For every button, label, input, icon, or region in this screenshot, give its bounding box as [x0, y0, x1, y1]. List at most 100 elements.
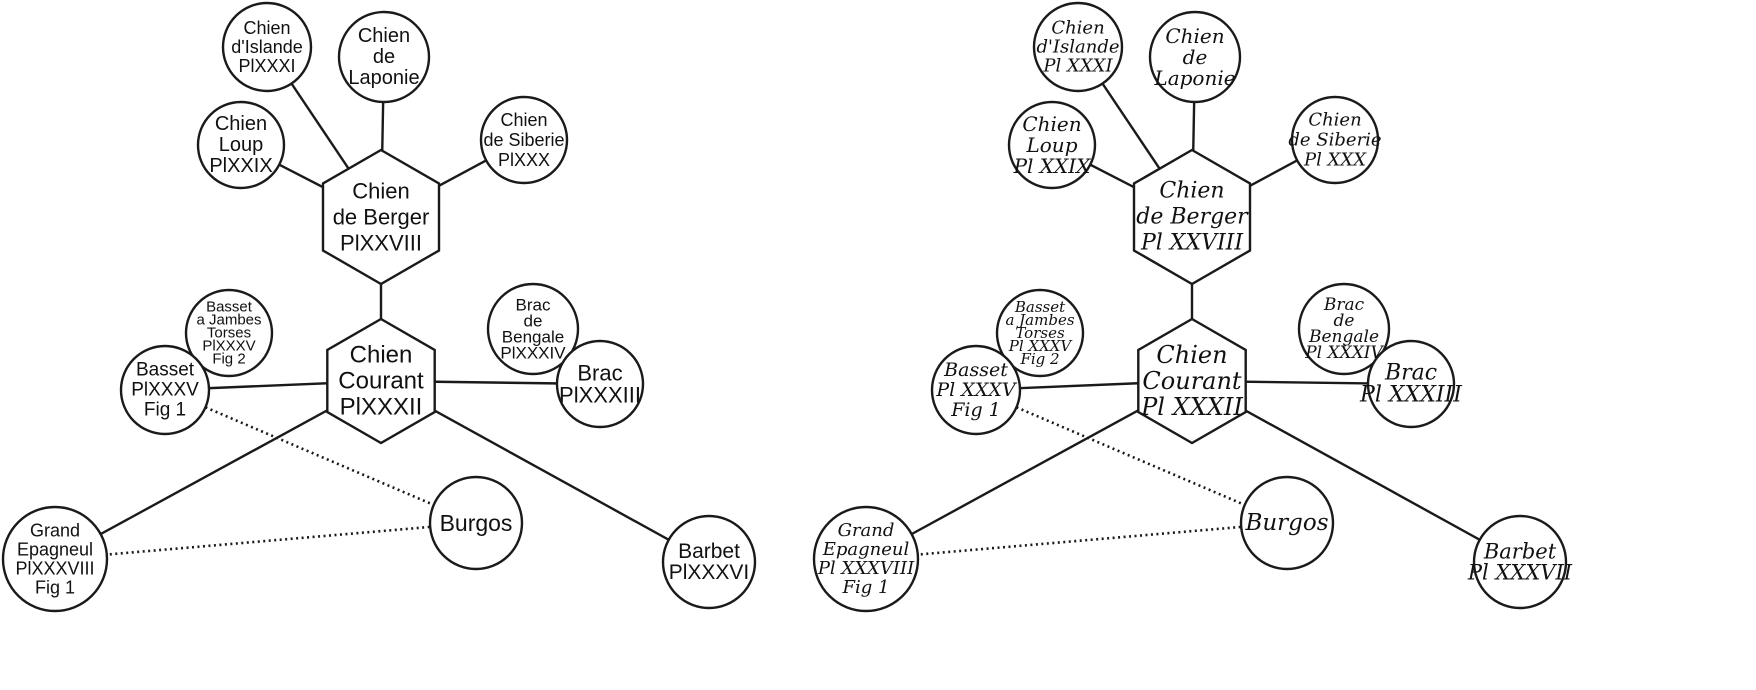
left-node-bengale-label-line: PlXXXIV: [500, 344, 566, 363]
left-node-epagneul-circle: [1, 505, 109, 613]
left-node-laponie-label-line: Chien: [358, 25, 410, 47]
left-node-laponie-label-line: Laponie: [348, 67, 419, 89]
right-node-brac-label-line: Pl XXXIII: [1359, 383, 1463, 408]
right-node-epagneul-label-line: Pl XXXVIII: [817, 558, 915, 579]
left-node-epagneul-label-line: Fig 1: [35, 578, 75, 598]
right-node-barbet-label-line: Pl XXXVII: [1467, 561, 1573, 585]
right-node-loup-label-line: Pl XXIX: [1013, 154, 1092, 178]
left-node-burgos-circle: [428, 475, 524, 571]
left-node-islande-circle: [221, 1, 313, 93]
left-node-burgos-label-line: Burgos: [440, 510, 513, 536]
left-node-courant-label-line: Chien: [350, 342, 413, 369]
right-node-laponie-circle: [1148, 10, 1242, 104]
left-node-loup-label-line: Loup: [219, 134, 264, 156]
left-node-islande-label-line: d'Islande: [231, 37, 303, 57]
right-node-berger-hexagon: [1132, 148, 1252, 286]
right-node-siberie-label-line: Chien: [1308, 110, 1361, 131]
left-node-barbet-circle: [661, 514, 757, 610]
right-node-siberie-circle: [1290, 95, 1380, 185]
left-node-basset1-circle: [119, 344, 211, 436]
left-node-loup-label-line: PlXXIX: [209, 155, 272, 177]
right-node-bengale-label-line: de: [1334, 311, 1355, 331]
left-node-islande-label-line: Chien: [243, 18, 290, 38]
left-node-basset2-label-line: Torses: [207, 325, 251, 342]
right-node-berger-label-line: de Berger: [1136, 205, 1249, 230]
right-node-epagneul-label-line: Grand: [838, 520, 895, 541]
left-node-basset1-label-line: Fig 1: [144, 400, 186, 421]
right-node-burgos-label-line: Burgos: [1244, 510, 1328, 536]
right-node-islande-label-line: d'Islande: [1036, 37, 1119, 58]
right-node-burgos-circle: [1239, 475, 1335, 571]
left-node-basset2-circle: [184, 288, 274, 378]
left-node-bengale-label-line: de: [524, 312, 543, 331]
right-node-loup-label-line: Chien: [1022, 112, 1081, 136]
right-node-courant-label-line: Courant: [1142, 367, 1242, 395]
right-node-laponie-label-line: de: [1183, 45, 1208, 69]
left-node-laponie-label-line: de: [373, 46, 395, 68]
right-node-basset2-circle: [995, 288, 1085, 378]
left-node-siberie-label-line: PlXXX: [498, 150, 550, 170]
right-node-brac-circle: [1366, 339, 1456, 429]
left-node-brac-label-line: PlXXXIII: [559, 383, 641, 408]
right-node-basset1-label-line: Basset: [943, 359, 1008, 381]
right-node-berger-label-line: Chien: [1159, 179, 1224, 204]
left-node-loup-circle: [196, 100, 286, 190]
right-node-basset1-label-line: Fig 1: [950, 399, 1001, 421]
left-node-barbet-label-line: Barbet: [678, 540, 740, 563]
left-node-courant-label-line: PlXXXII: [340, 394, 423, 421]
left-node-berger-label-line: PlXXVIII: [340, 231, 422, 256]
left-node-basset1-label-line: PlXXXV: [131, 380, 199, 401]
right-node-burgos: Burgos: [1239, 475, 1335, 571]
right-node-basset1-label-line: Pl XXXV: [935, 379, 1017, 401]
left-diagram-panel: Chiend'IslandePlXXXIChiendeLaponieChienL…: [1, 1, 757, 613]
right-node-islande-label-line: Pl XXXI: [1042, 56, 1113, 77]
right-node-courant-label-line: Chien: [1156, 341, 1227, 369]
left-node-burgos: Burgos: [428, 475, 524, 571]
left-node-basset2-label-line: Fig 2: [212, 351, 245, 368]
left-node-berger-hexagon: [321, 148, 441, 286]
right-node-barbet-label-line: Barbet: [1483, 540, 1557, 564]
left-node-barbet-label-line: PlXXXVI: [669, 561, 750, 584]
left-edge-basset1-burgos: [164, 388, 477, 525]
right-node-bengale-circle: [1297, 282, 1391, 376]
right-edge-basset1-burgos: [975, 388, 1288, 525]
right-node-basset1-circle: [930, 344, 1022, 436]
left-node-basset2-label-line: Basset: [206, 299, 253, 316]
right-node-brac-label-line: Brac: [1384, 361, 1437, 386]
left-node-brac-label-line: Brac: [577, 361, 622, 386]
right-node-barbet-circle: [1472, 514, 1568, 610]
left-node-basset2-label-line: a Jambes: [196, 312, 261, 329]
right-node-epagneul-circle: [812, 505, 920, 613]
right-node-basset2-label-line: Torses: [1015, 324, 1065, 342]
left-node-siberie-label-line: Chien: [500, 110, 547, 130]
right-node-bengale-label-line: Brac: [1323, 295, 1365, 315]
left-node-bengale-label-line: Bengale: [502, 328, 564, 347]
right-node-epagneul-label-line: Epagneul: [822, 539, 910, 560]
right-node-basset2-label-line: a Jambes: [1005, 311, 1074, 329]
left-node-basset2-label-line: PlXXXV: [202, 338, 255, 355]
left-node-siberie-circle: [479, 95, 569, 185]
right-node-berger-label-line: Pl XXVIII: [1140, 231, 1244, 256]
right-node-loup-label-line: Loup: [1025, 133, 1077, 157]
left-nodes: Chiend'IslandePlXXXIChiendeLaponieChienL…: [1, 1, 757, 613]
left-node-bengale-circle: [486, 282, 580, 376]
right-node-courant-hexagon: [1137, 317, 1247, 445]
left-node-epagneul-label-line: Epagneul: [17, 540, 93, 560]
right-node-islande-circle: [1032, 1, 1124, 93]
